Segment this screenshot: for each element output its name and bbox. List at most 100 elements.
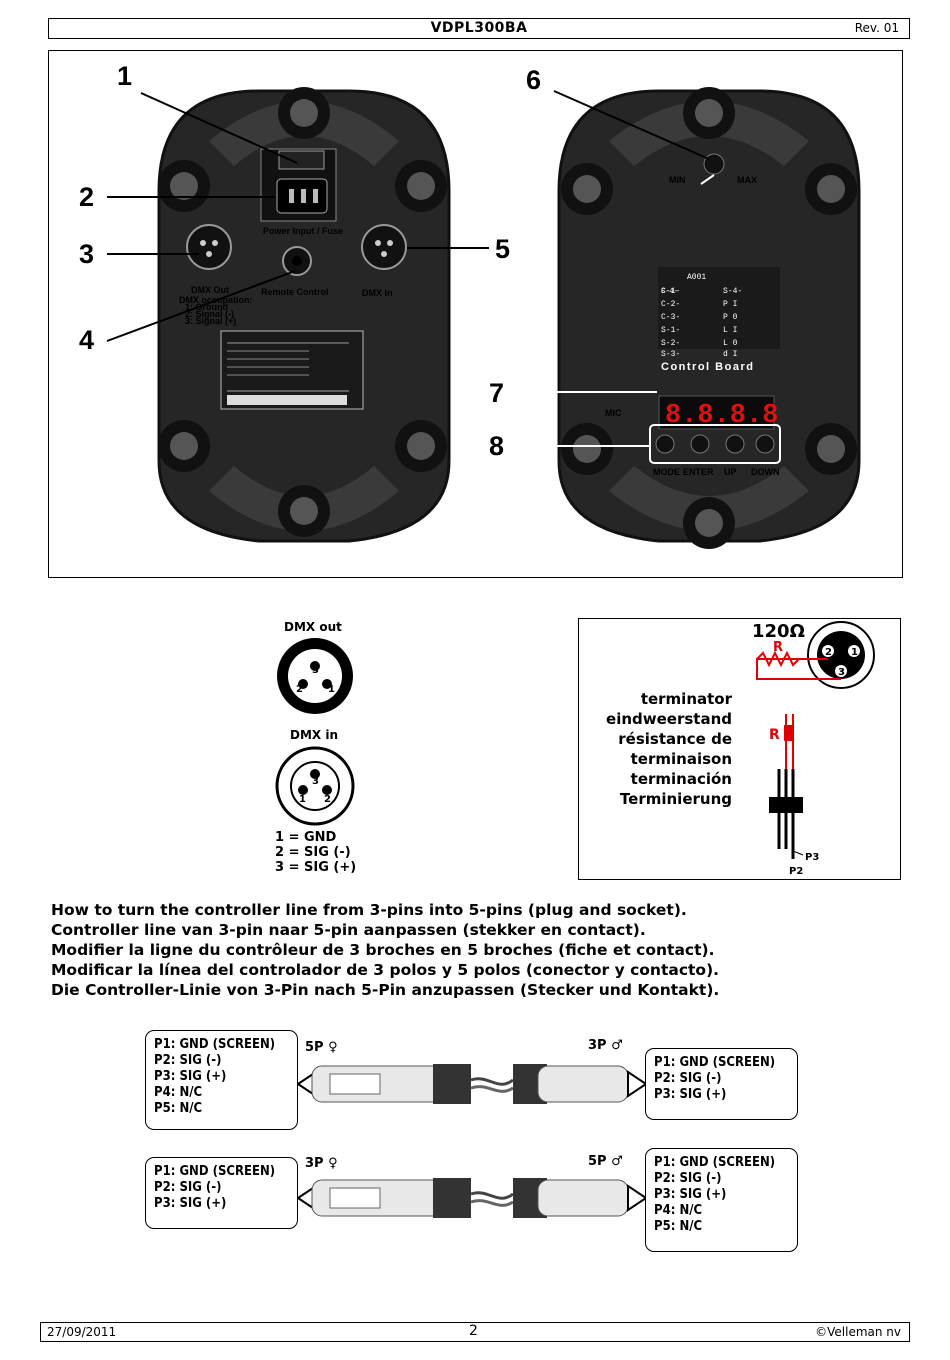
mic-label: MIC	[605, 408, 622, 418]
pin-row: P1: GND (SCREEN)	[654, 1055, 776, 1070]
menu-left-code-5: S-2-	[661, 339, 680, 348]
p3-label: P3	[805, 852, 819, 863]
device-back-illustration: Power Input / Fuse DMX Out DMX occupatio…	[79, 61, 861, 549]
pin-legend-3: 3 = SIG (+)	[275, 860, 357, 875]
dmx-out-pin-3: 3	[312, 665, 319, 676]
dmx-occupation-1: 1: Ground	[185, 302, 228, 312]
callout-3: 3	[79, 239, 94, 269]
pin-row: P3: SIG (+)	[154, 1196, 227, 1211]
terminator-pin-3: 3	[838, 667, 845, 678]
callout-6: 6	[526, 65, 541, 95]
cable1-drawing	[298, 1064, 646, 1104]
pin-row: P5: N/C	[654, 1219, 703, 1234]
pin-row: P2: SIG (-)	[654, 1071, 722, 1086]
callout-5: 5	[495, 234, 510, 264]
min-label: MIN	[669, 175, 686, 185]
footer-copyright: ©Velleman nv	[815, 1325, 901, 1339]
menu-right-code-6: d I	[723, 350, 737, 359]
document-title: VDPL300BA	[430, 20, 528, 36]
terminator-pin-2: 2	[825, 647, 832, 658]
cable1-right-connector-label: 3P ♂	[588, 1038, 623, 1053]
menu-left-code-4: S-1-	[661, 326, 680, 335]
left-callout-lines	[106, 92, 489, 342]
howto-de: Die Controller-Linie von 3-Pin nach 5-Pi…	[51, 981, 720, 999]
cable1-left-pinout: P1: GND (SCREEN) P2: SIG (-) P3: SIG (+)…	[145, 1030, 298, 1130]
dmx-in-pin-1: 1	[299, 794, 306, 805]
menu-right-code-5: L 0	[723, 339, 738, 348]
terminator-en: terminator	[640, 690, 732, 708]
menu-right-code-3: P 0	[723, 313, 738, 322]
pin-row: P2: SIG (-)	[154, 1053, 222, 1068]
terminator-es: terminación	[630, 770, 732, 788]
cable2-right-connector-label: 5P ♂	[588, 1154, 623, 1169]
dmx-out-pin-2: 2	[296, 684, 303, 695]
cable1-right-pinout: P1: GND (SCREEN) P2: SIG (-) P3: SIG (+)	[645, 1048, 798, 1120]
callout-2: 2	[79, 182, 94, 212]
menu-left-code-2: C-2-	[661, 300, 680, 309]
pin-row: P3: SIG (+)	[654, 1187, 727, 1202]
footer-date: 27/09/2011	[47, 1325, 117, 1339]
terminator-box: 120Ω 2 1 3 R R P3 P2 terminator eindweer…	[578, 618, 901, 880]
pin-row: P2: SIG (-)	[154, 1180, 222, 1195]
menu-left-code-1: C-1-	[661, 287, 680, 296]
right-unit-body	[557, 87, 861, 549]
page-header: VDPL300BA Rev. 01	[48, 18, 910, 39]
dmx-occupation-2: 2: Signal (-)	[185, 309, 234, 319]
terminator-diagram: 2 1 3 R R P3 P2	[756, 621, 875, 877]
dmx-in-pin-3: 3	[312, 776, 319, 787]
down-button-label: DOWN	[751, 467, 780, 477]
pin-row: P3: SIG (+)	[654, 1087, 727, 1102]
revision-label: Rev. 01	[854, 21, 899, 35]
cable2-drawing	[298, 1178, 646, 1218]
howto-instructions: How to turn the controller line from 3-p…	[51, 900, 719, 1000]
dmx-out-label: DMX Out	[191, 285, 229, 295]
pin-legend-1: 1 = GND	[275, 830, 337, 845]
control-board-label: Control Board	[661, 361, 754, 373]
resistor-label-side: R	[769, 727, 780, 743]
terminator-fr-2: terminaison	[630, 750, 732, 768]
howto-es: Modificar la línea del controlador de 3 …	[51, 961, 720, 979]
pin-legend: 1 = GND 2 = SIG (-) 3 = SIG (+)	[275, 830, 356, 875]
right-callout-lines	[553, 90, 710, 160]
dmx-occupation-3: 3: Signal (+)	[185, 316, 236, 326]
menu-codes: S-4-	[661, 288, 678, 296]
pin-row: P1: GND (SCREEN)	[654, 1155, 776, 1170]
terminator-text: terminator eindweerstand résistance de t…	[606, 689, 732, 809]
pin-row: P4: N/C	[154, 1085, 203, 1100]
cable2-left-connector-label: 3P ♀	[305, 1156, 338, 1171]
dmx-out-pin-1: 1	[328, 684, 335, 695]
menu-left-code-6: S-3-	[661, 350, 680, 359]
callout-1: 1	[117, 61, 132, 91]
led-display: 8.8.8.8	[665, 401, 778, 431]
up-button-label: UP	[724, 467, 737, 477]
pin-row: P1: GND (SCREEN)	[154, 1037, 276, 1052]
callout-7: 7	[489, 378, 504, 408]
dmx-in-connector-icon: 3 1 2	[275, 746, 355, 826]
left-unit-body	[157, 87, 451, 543]
dmx-out-title: DMX out	[284, 620, 342, 634]
pin-row: P4: N/C	[654, 1203, 703, 1218]
dmx-in-label: DMX In	[362, 288, 393, 298]
dmx-in-pin-2: 2	[324, 794, 331, 805]
dmx-in-title: DMX in	[290, 728, 338, 742]
page-number: 2	[469, 1323, 478, 1339]
howto-fr: Modifier la ligne du contrôleur de 3 bro…	[51, 941, 715, 959]
howto-en: How to turn the controller line from 3-p…	[51, 901, 687, 919]
max-label: MAX	[737, 175, 757, 185]
terminator-de: Terminierung	[619, 790, 732, 808]
menu-right-code-4: L I	[723, 326, 737, 335]
device-photo-panel: Power Input / Fuse DMX Out DMX occupatio…	[48, 50, 903, 578]
pin-legend-2: 2 = SIG (-)	[275, 845, 351, 860]
howto-nl: Controller line van 3-pin naar 5-pin aan…	[51, 921, 646, 939]
terminator-fr-1: résistance de	[618, 730, 732, 748]
cable1-left-connector-label: 5P ♀	[305, 1040, 338, 1055]
cable2-left-pinout: P1: GND (SCREEN) P2: SIG (-) P3: SIG (+)	[145, 1157, 298, 1229]
callout-4: 4	[79, 325, 94, 355]
dmx-out-connector-icon: 3 2 1	[277, 638, 353, 714]
power-input-label: Power Input / Fuse	[263, 226, 343, 236]
resistor-label-top: R	[773, 640, 783, 655]
menu-left-1: S-4-	[661, 288, 678, 296]
mode-button-label: MODE	[653, 467, 680, 477]
menu-right-code-1: S-4-	[723, 287, 742, 296]
page-footer: 27/09/2011 2 ©Velleman nv	[40, 1322, 910, 1342]
